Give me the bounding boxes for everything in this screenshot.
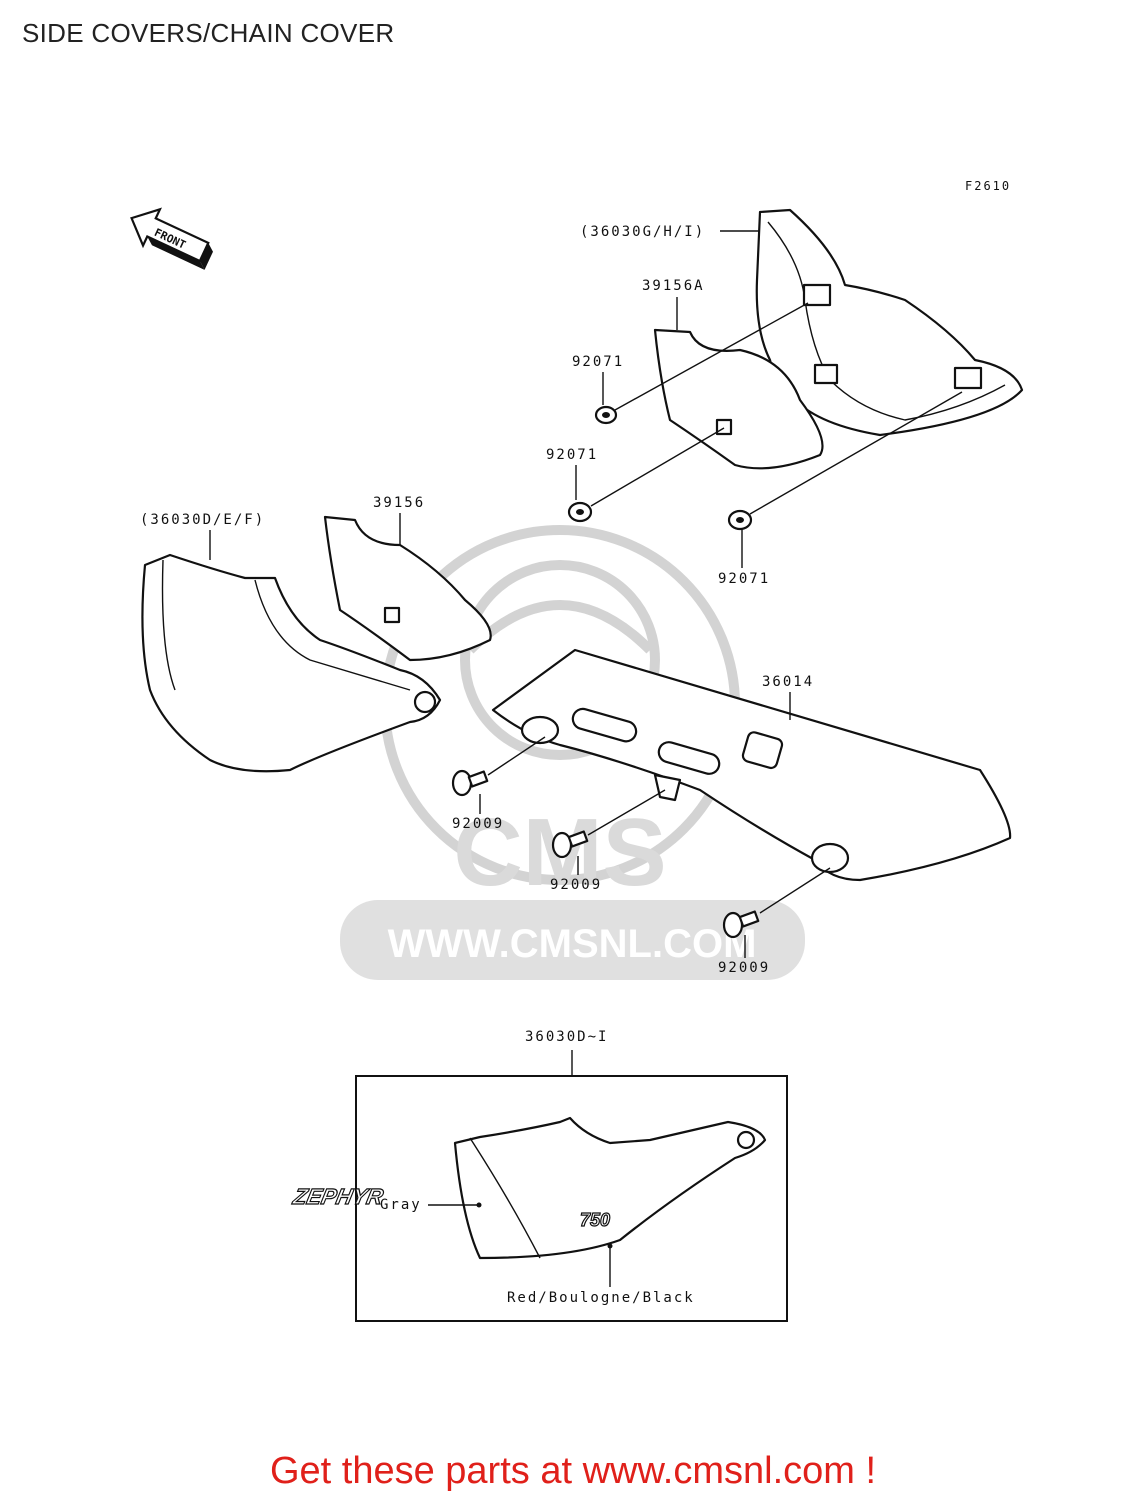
footer-promo-text[interactable]: Get these parts at www.cmsnl.com ! [269,1450,877,1492]
grommet-92071-b [567,501,593,523]
label-color-scheme: Red/Boulogne/Black [507,1290,695,1306]
chain-cover [491,648,1012,882]
cover-plate-39156 [323,515,492,662]
watermark-url: WWW.CMSNL.COM [388,922,757,966]
side-cover-inset: ZEPHYR 750 [289,1116,767,1260]
front-arrow-icon: FRONT [130,207,213,270]
bolt-92009-b [551,830,589,859]
grommet-92071-c [727,509,753,531]
grommet-92071-a [594,405,618,425]
figure-code: F2610 [965,179,1011,193]
decal-text-line2: 750 [580,1210,610,1230]
label-92009-a: 92009 [452,816,504,832]
label-36030def: (36030D/E/F) [140,512,265,528]
label-39156a: 39156A [642,278,705,294]
label-36030ghi: (36030G/H/I) [580,224,705,240]
side-cover-left [141,553,442,773]
page-title: SIDE COVERS/CHAIN COVER [22,18,395,48]
bolt-92009-a [451,769,489,797]
label-36030d-i: 36030D~I [525,1029,608,1045]
label-36014: 36014 [762,674,814,690]
decal-text-line1: ZEPHYR [290,1184,385,1209]
label-92009-c: 92009 [718,960,770,976]
label-92009-b: 92009 [550,877,602,893]
label-92071-a: 92071 [572,354,624,370]
label-39156: 39156 [373,495,425,511]
bolt-92009-c [722,910,760,939]
label-92071-c: 92071 [718,571,770,587]
label-92071-b: 92071 [546,447,598,463]
label-gray: Gray [380,1197,422,1213]
side-cover-right [755,208,1024,437]
